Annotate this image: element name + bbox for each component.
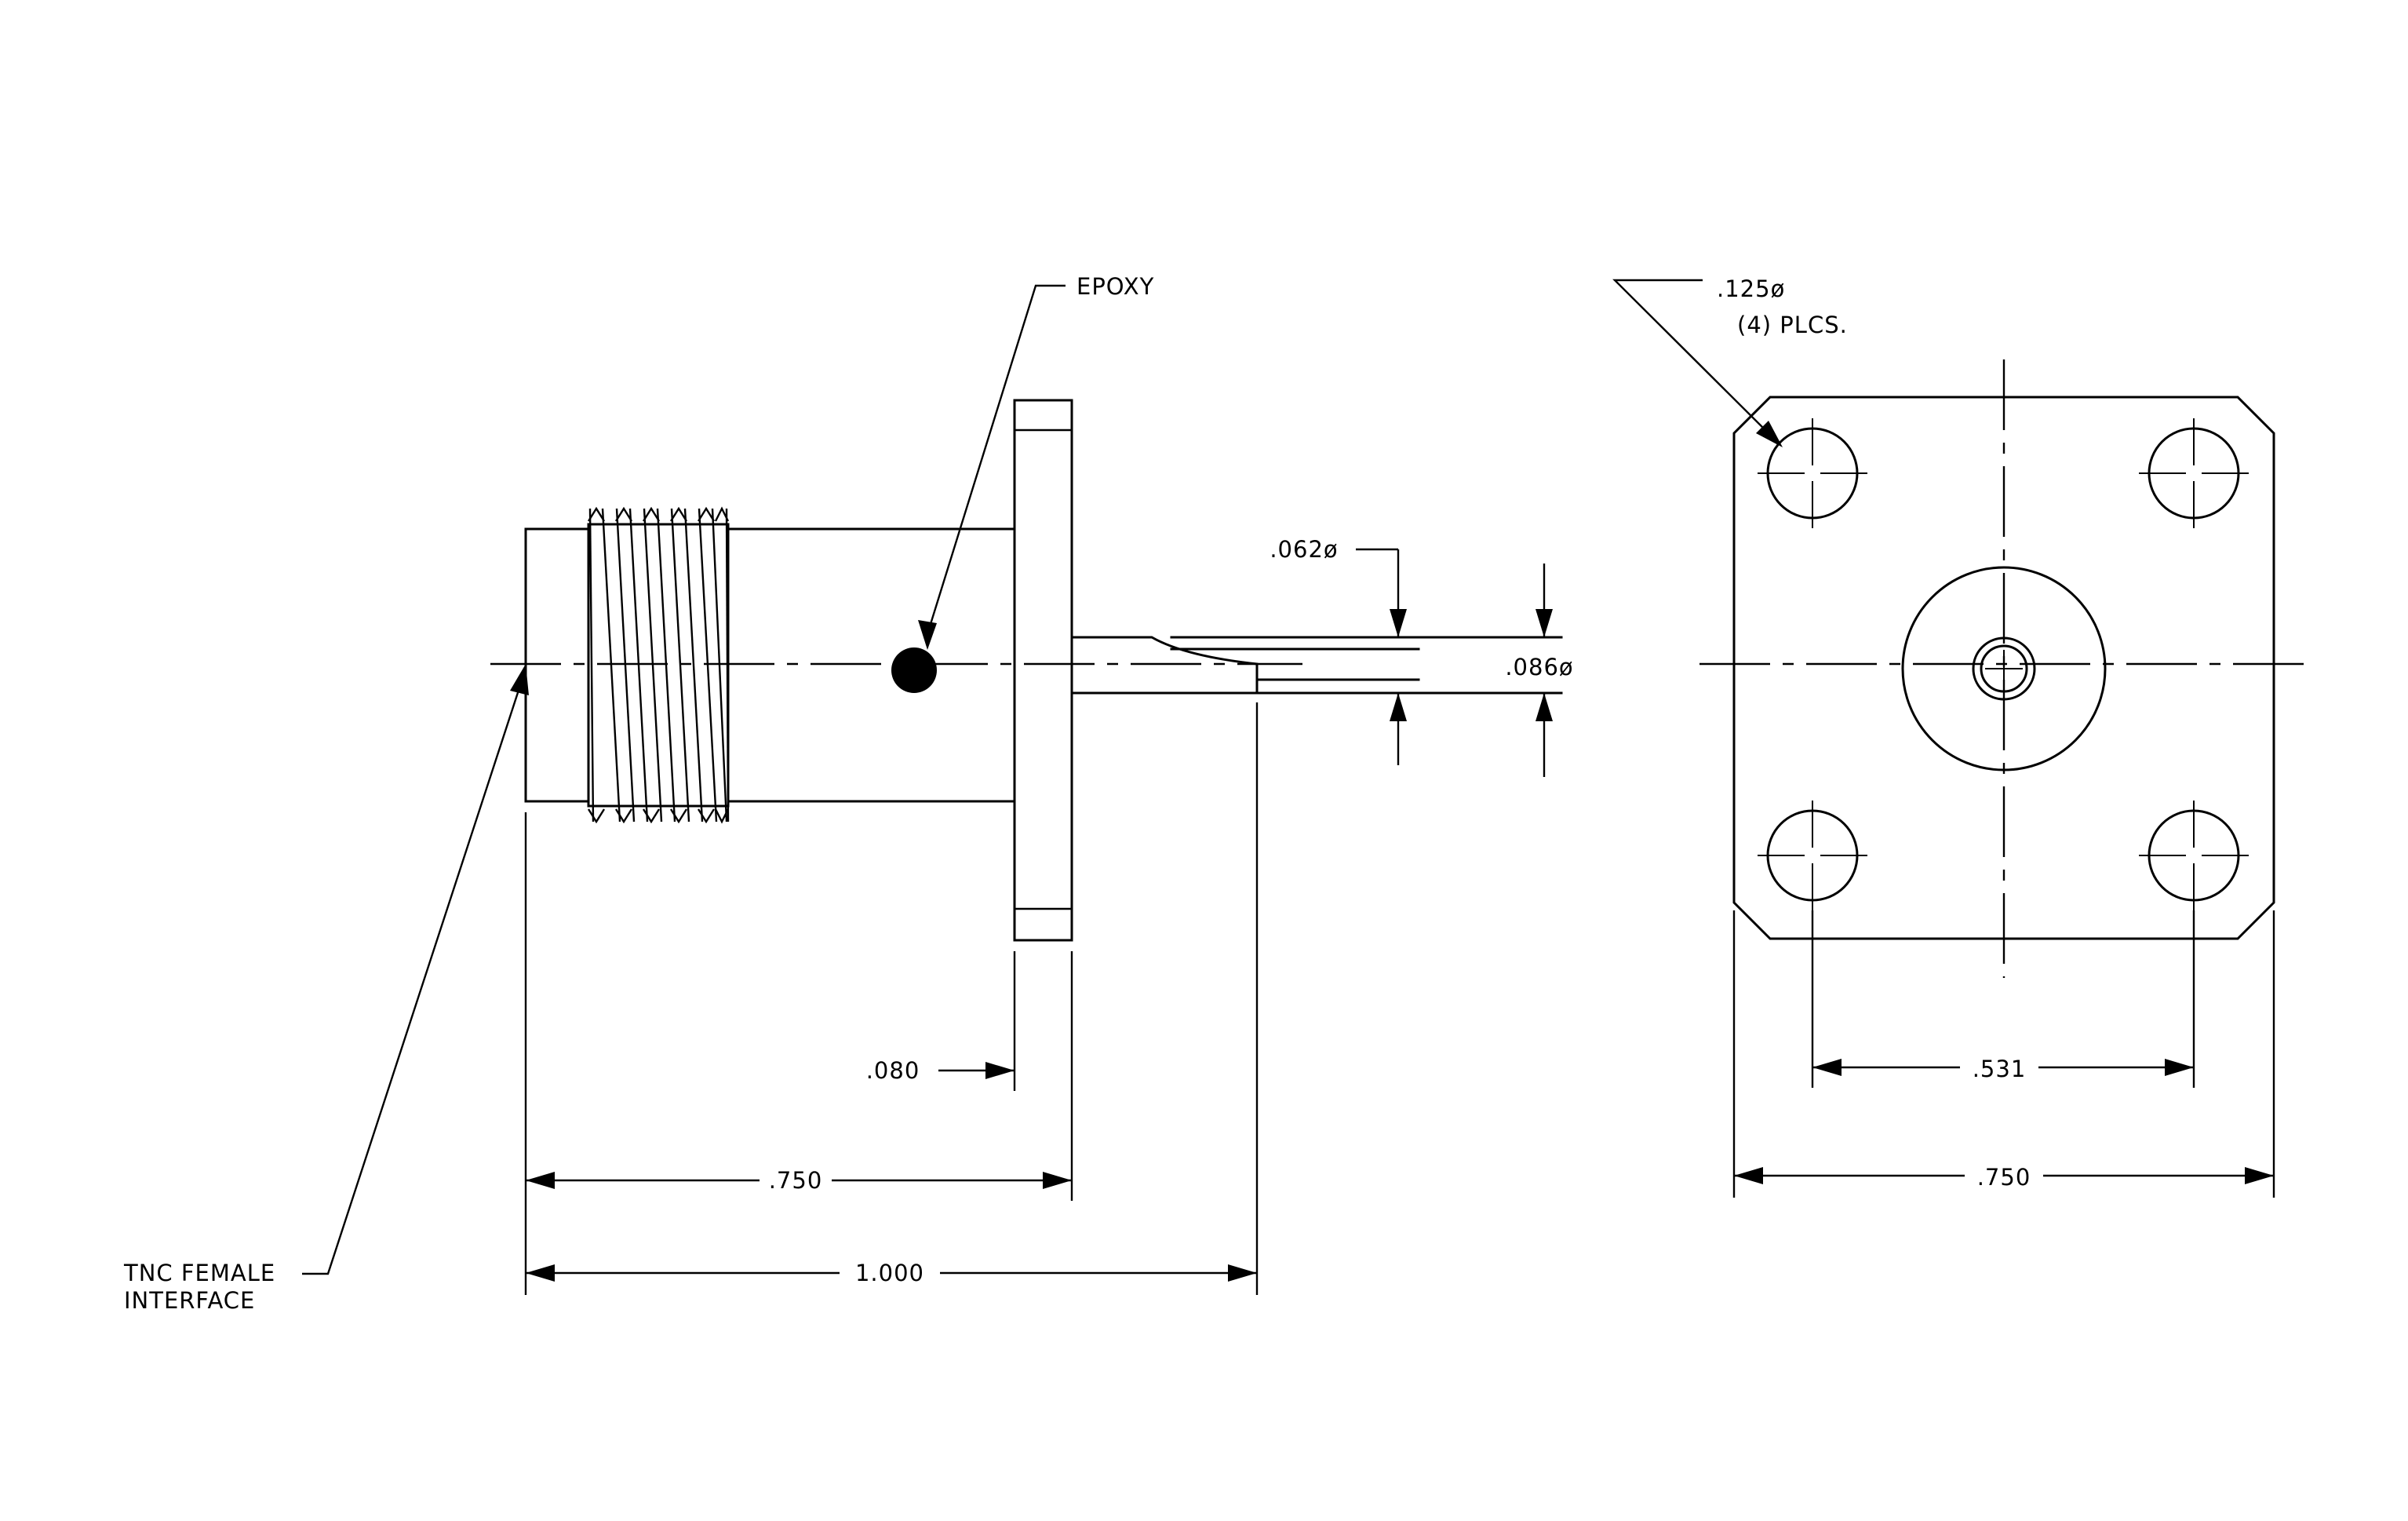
front-extension-lines — [1732, 910, 2275, 1198]
hole-spacing-label: .531 — [1973, 1056, 2027, 1082]
pin-dia-label: .062ø — [1270, 536, 1338, 563]
flange-side — [1013, 399, 1073, 942]
flange-width-dimension: .750 — [1734, 1164, 2274, 1191]
hole-spacing-dimension: .531 — [1812, 1056, 2194, 1082]
side-view — [490, 399, 1563, 942]
interface-label-line2: INTERFACE — [124, 1287, 255, 1314]
hole-callout: .125ø (4) PLCS. — [1612, 275, 1848, 447]
center-contact-inner — [1980, 644, 2028, 693]
interface-callout: TNC FEMALE INTERFACE — [123, 664, 529, 1314]
flange-width-label: .750 — [1977, 1164, 2031, 1191]
epoxy-label: EPOXY — [1076, 273, 1154, 300]
dielectric-circle — [1901, 566, 2107, 771]
epoxy-dot — [891, 647, 937, 693]
flange-thickness-dimension: .080 — [866, 1057, 1015, 1084]
thread-lines — [588, 508, 730, 823]
center-contact-outer — [1972, 636, 2036, 701]
front-view — [1699, 359, 2313, 978]
rear-pin — [1070, 636, 1259, 695]
flange-thickness-label: .080 — [866, 1057, 920, 1084]
epoxy-callout: EPOXY — [918, 273, 1154, 650]
pin-dia-dimension: .062ø — [1270, 536, 1407, 765]
overall-length-dimension: 1.000 — [526, 1260, 1257, 1286]
overall-length-label: 1.000 — [855, 1260, 924, 1286]
mounting-hole-bottom-right — [2139, 801, 2249, 910]
body-dia-dimension: .086ø — [1505, 564, 1573, 777]
side-extension-lines — [524, 702, 1259, 1295]
hole-count-label: (4) PLCS. — [1737, 312, 1848, 338]
flange-to-face-label: .750 — [769, 1167, 823, 1194]
mounting-hole-bottom-left — [1758, 801, 1867, 910]
mounting-hole-top-right — [2139, 418, 2249, 528]
body-dia-label: .086ø — [1505, 654, 1573, 680]
flange-to-face-dimension: .750 — [526, 1167, 1072, 1194]
flange-front — [1732, 396, 2275, 940]
connector-body — [727, 527, 1016, 803]
interface-label-line1: TNC FEMALE — [123, 1260, 275, 1286]
mounting-hole-top-left — [1758, 418, 1867, 528]
connector-nose — [524, 527, 590, 803]
hole-dia-label: .125ø — [1717, 275, 1785, 302]
